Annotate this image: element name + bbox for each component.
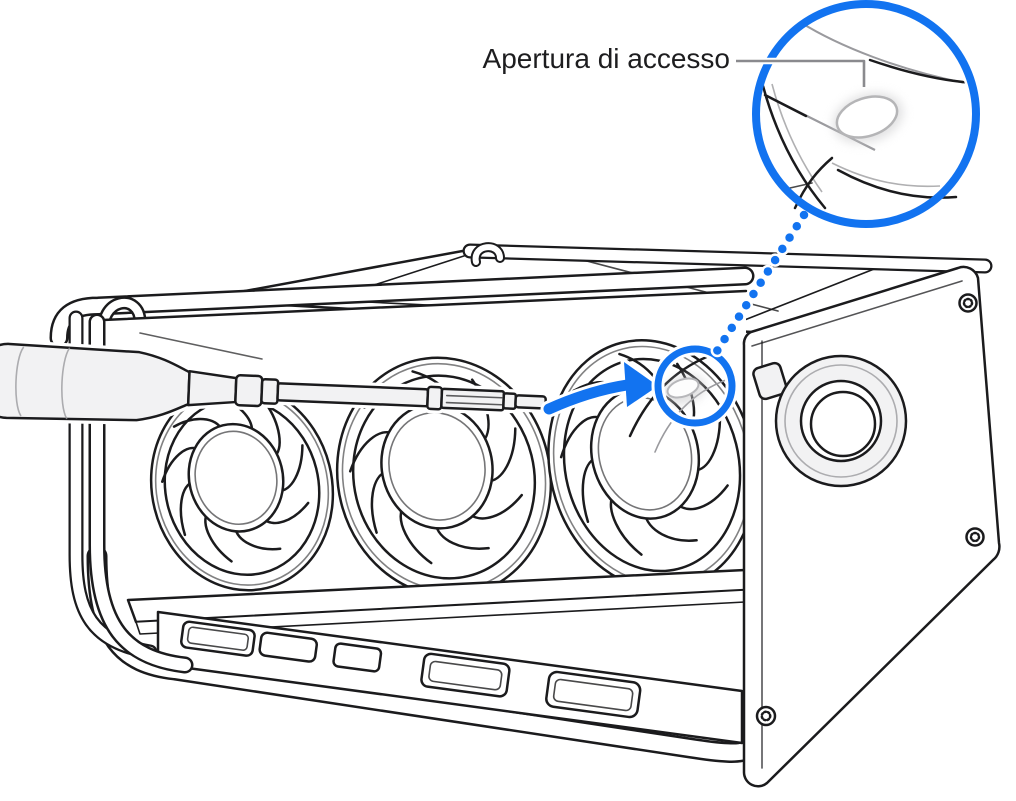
access-opening-label: Apertura di accesso bbox=[482, 43, 730, 74]
magnified-access-opening bbox=[835, 95, 899, 139]
magnifier-callout bbox=[752, 0, 980, 228]
screw bbox=[958, 293, 978, 313]
access-opening bbox=[666, 377, 700, 399]
top-frame-and-roof bbox=[49, 242, 993, 348]
dotted-connector-line bbox=[710, 208, 811, 358]
screwdriver-illustration bbox=[0, 343, 547, 440]
screw bbox=[965, 527, 985, 547]
access-opening-highlight bbox=[651, 342, 739, 430]
panel-screws bbox=[755, 293, 985, 727]
highlight-circle bbox=[654, 345, 736, 427]
screw bbox=[755, 705, 777, 727]
left-frame-tubes bbox=[68, 310, 194, 674]
side-panel bbox=[742, 265, 1001, 788]
port-slots bbox=[180, 620, 642, 719]
label-leader-line bbox=[736, 57, 868, 87]
pointer-arrow-icon bbox=[540, 358, 662, 418]
handle-socket-ring bbox=[752, 354, 908, 488]
callout-circle bbox=[752, 0, 980, 228]
